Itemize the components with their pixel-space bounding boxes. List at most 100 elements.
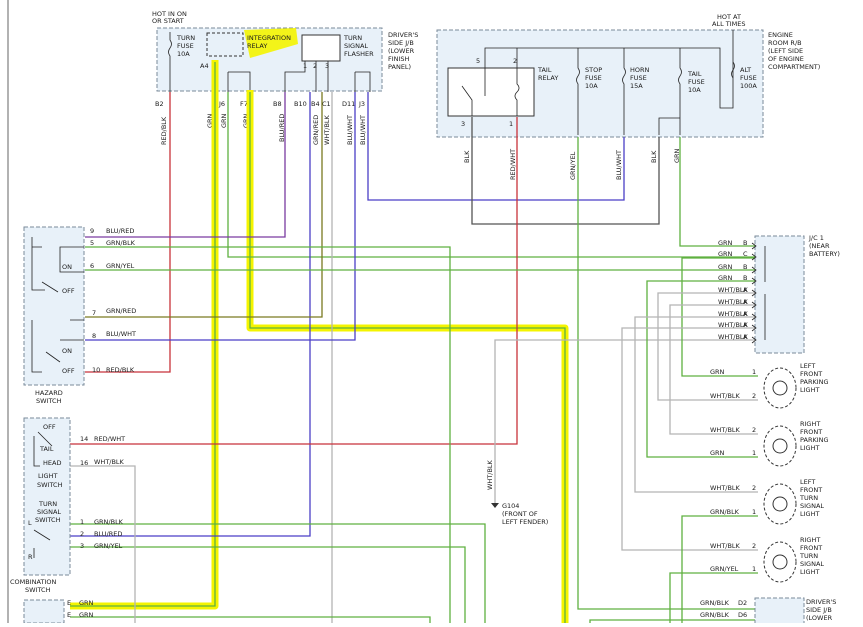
- hot-note-line1: HOT IN ON: [152, 10, 187, 18]
- wire-label-grn-f7: GRN: [242, 113, 250, 128]
- lamp-housing: [763, 483, 797, 525]
- flasher-pin-3: 3: [325, 62, 329, 70]
- horn-fuse-label-3: 15A: [630, 82, 643, 90]
- turn-switch-label-1: TURN: [38, 500, 57, 508]
- engine-rb-title-5: COMPARTMENT): [768, 63, 820, 71]
- tail-fuse-label-1: TAIL: [687, 70, 702, 78]
- driver-jb-title-3: (LOWER: [388, 47, 415, 55]
- jb-bottom-title-2: SIDE J/B: [806, 606, 832, 614]
- wire-blu-red-turn: [70, 92, 311, 537]
- jc1-row-terminal: [751, 266, 757, 274]
- combo-pin-2: 2: [80, 530, 84, 538]
- stop-fuse-label-1: STOP: [585, 66, 602, 74]
- light-name-line: SIGNAL: [800, 560, 824, 568]
- bulb-icon: [772, 380, 788, 396]
- turn-fuse-symbol: [168, 32, 172, 92]
- wire-label-wht-blk: WHT/BLK: [323, 114, 331, 145]
- term-j6: J6: [218, 100, 225, 108]
- engine-room-rb: HOT AT ALL TIMES ENGINE ROOM R/B (LEFT S…: [436, 13, 820, 180]
- jc1-row-terminal: [751, 324, 757, 332]
- driver-jb-title-5: PANEL): [388, 63, 411, 71]
- light-name-line: FRONT: [800, 486, 822, 494]
- light-wire-label: WHT/BLK: [710, 392, 741, 400]
- tail-relay-label-1: TAIL: [537, 66, 552, 74]
- relay-pin-3: 3: [461, 120, 465, 128]
- wire-grn-j6: [227, 92, 755, 258]
- hazard-wire-6: GRN/YEL: [106, 262, 135, 270]
- hazard-pin-10: 10: [92, 366, 100, 374]
- ground-wire-label: WHT/BLK: [486, 459, 494, 490]
- light-switch-contacts: [33, 431, 53, 467]
- ground-label-2: LEFT FENDER): [502, 518, 548, 526]
- light-name-line: TURN: [799, 494, 818, 502]
- term-c1: C1: [322, 100, 331, 108]
- wire-right-turn-grn-yel: [669, 572, 758, 623]
- integration-relay-label-1: INTEGRATION: [247, 34, 291, 42]
- horn-fuse-label-1: HORN: [630, 66, 650, 74]
- relay-contact-line: [461, 68, 486, 116]
- wire-wht-blk-ground: [494, 339, 755, 503]
- wire-red-wht: [70, 117, 518, 445]
- hazard-pin-8: 8: [92, 332, 96, 340]
- rb-wire-label-blu-wht: BLU/WHT: [615, 150, 623, 180]
- term-b10: B10: [294, 100, 307, 108]
- alt-fuse-symbol: [731, 61, 735, 79]
- light-pin-label: 1: [752, 449, 756, 457]
- wire-grn-a4: [70, 62, 216, 607]
- jc1-row-pin: A: [743, 286, 748, 294]
- light-name-line: PARKING: [800, 378, 829, 386]
- light-pin-label: 1: [752, 565, 756, 573]
- stop-fuse-symbol: [576, 48, 580, 135]
- light-pin-label: 1: [752, 368, 756, 376]
- wire-red-blk: [85, 92, 171, 373]
- combo-pin-14: 14: [80, 435, 88, 443]
- jc1-title-1: J/C 1: [808, 234, 824, 242]
- hazard-pin-5: 5: [90, 239, 94, 247]
- engine-rb-title-2: ROOM R/B: [768, 39, 802, 47]
- jc1-row-pin: A: [743, 321, 748, 329]
- turn-switch-contacts: [33, 529, 51, 558]
- hazard-label-2: SWITCH: [36, 397, 62, 405]
- flasher-pin1-line: [284, 61, 306, 92]
- term-d11: D11: [342, 100, 355, 108]
- hazard-wire-5: GRN/BLK: [106, 239, 136, 247]
- jc1-row-pin: B: [743, 239, 747, 247]
- wire-blu-red-top: [85, 92, 286, 238]
- hazard-internal-1: [31, 237, 84, 291]
- light-name-line: LEFT: [800, 478, 815, 486]
- hazard-wire-9: BLU/RED: [106, 227, 134, 235]
- integration-relay-label-2: RELAY: [247, 42, 267, 50]
- wire-label-blu-wht-1: BLU/WHT: [346, 115, 354, 145]
- wire-blu-wht-horn: [367, 92, 625, 201]
- light-pin-label: 2: [752, 426, 756, 434]
- jb-bottom-wire-2: GRN/BLK: [700, 611, 730, 619]
- horn-fuse-label-2: FUSE: [630, 74, 647, 82]
- hazard-on-1: ON: [62, 263, 72, 271]
- light-name-line: LIGHT: [800, 510, 819, 518]
- light-name-line: LIGHT: [800, 444, 819, 452]
- light-wire-label: WHT/BLK: [710, 542, 741, 550]
- term-j3: J3: [358, 100, 365, 108]
- jc1-box: [754, 235, 805, 354]
- combo-wire-1: GRN/BLK: [94, 518, 124, 526]
- rb-wire-label-grn: GRN: [673, 148, 681, 163]
- ground-symbol-icon: [491, 503, 499, 508]
- jc1-row-wire: GRN: [718, 274, 733, 282]
- combo-pin-3: 3: [80, 542, 84, 550]
- tail-fuse-label-3: 10A: [688, 86, 701, 94]
- light-pos-tail: TAIL: [39, 445, 54, 453]
- wire-wht-blk-head: [70, 465, 136, 623]
- turn-pos-l: L: [28, 519, 32, 527]
- driver-jb-bottom: DRIVER'S SIDE J/B (LOWER GRN/BLK D2 GRN/…: [700, 597, 836, 627]
- stop-fuse-label-3: 10A: [585, 82, 598, 90]
- flasher-pin-2: 2: [313, 62, 317, 70]
- relay-bus-line: [228, 71, 251, 92]
- combo-pin-1: 1: [80, 518, 84, 526]
- engine-rb-title-1: ENGINE: [768, 31, 793, 39]
